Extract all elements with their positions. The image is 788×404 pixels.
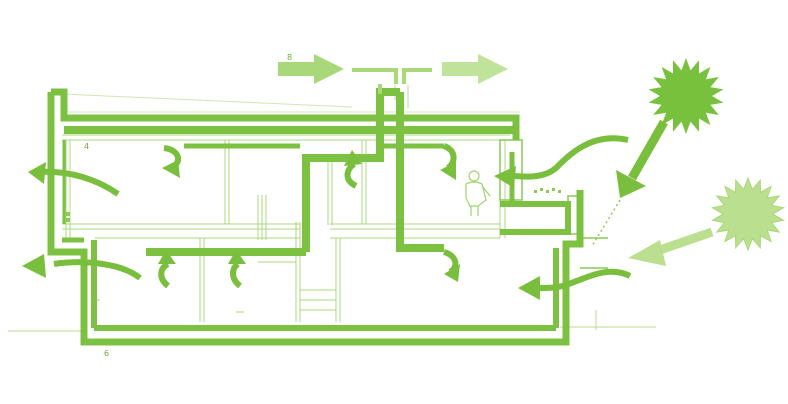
top-marker-label: 8 bbox=[287, 53, 292, 62]
sun-ray-dotted bbox=[591, 199, 621, 247]
bottom-marker-label: 6 bbox=[104, 349, 109, 358]
roof-vent-icon bbox=[352, 68, 432, 94]
ground-line bbox=[8, 310, 656, 332]
diffuse-sun-icon bbox=[711, 176, 785, 252]
sun-icon bbox=[648, 58, 724, 134]
exhaust-arrow-left bbox=[278, 54, 344, 84]
roof-parapet-line bbox=[61, 85, 520, 113]
left-marker-label: 4 bbox=[84, 142, 89, 151]
interior-lines bbox=[62, 134, 510, 322]
exhaust-arrow-right bbox=[442, 54, 508, 84]
direct-sunlight-arrow bbox=[616, 119, 668, 198]
window-hatch bbox=[66, 188, 561, 222]
airflow-arrowheads bbox=[22, 150, 540, 300]
diffuse-light-arrow bbox=[628, 227, 714, 266]
building-walls bbox=[47, 88, 584, 346]
person-figure-icon bbox=[465, 170, 491, 216]
